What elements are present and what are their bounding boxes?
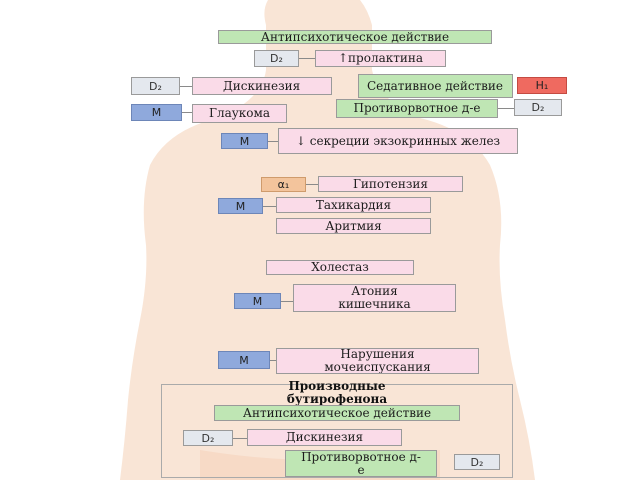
receptor-m-exocrine: M <box>221 133 268 149</box>
connector-line <box>281 301 293 302</box>
receptor-alpha1: α₁ <box>261 177 306 192</box>
receptor-d2-dyskinesia: D₂ <box>131 77 180 95</box>
connector-line <box>233 438 247 439</box>
receptor-m-glaucoma: M <box>131 104 182 121</box>
receptor-m-intestine: M <box>234 293 281 309</box>
receptor-d2-prolactin: D₂ <box>254 50 299 67</box>
receptor-m-urination: M <box>218 351 270 369</box>
urination-disorders-box: Нарушения мочеиспускания <box>276 348 479 374</box>
hypotension-box: Гипотензия <box>318 176 463 192</box>
sedative-action-box: Седативное действие <box>358 74 513 98</box>
cholestasis-box: Холестаз <box>266 260 414 275</box>
exocrine-secretion-box: ↓ секреции экзокринных желез <box>278 128 518 154</box>
connector-line <box>263 206 276 207</box>
connector-line <box>299 58 315 59</box>
receptor-d2-butyro-antiemetic: D₂ <box>454 454 500 470</box>
butyrophenone-antiemetic-box: Противорвотное д-е <box>285 450 437 477</box>
receptor-d2-butyro-dyskinesia: D₂ <box>183 430 233 446</box>
connector-line <box>498 108 514 109</box>
butyrophenone-antipsychotic-box: Антипсихотическое действие <box>214 405 460 421</box>
antipsychotic-action-box: Антипсихотическое действие <box>218 30 492 44</box>
dyskinesia-box: Дискинезия <box>192 77 332 95</box>
receptor-h1: H₁ <box>517 77 567 94</box>
connector-line <box>306 184 318 185</box>
connector-line <box>268 141 278 142</box>
prolactin-box: ↑пролактина <box>315 50 446 67</box>
antipsychotic-action-label: Антипсихотическое действие <box>260 30 450 44</box>
butyrophenone-dyskinesia-box: Дискинезия <box>247 429 402 446</box>
tachycardia-box: Тахикардия <box>276 197 431 213</box>
arrhythmia-box: Аритмия <box>276 218 431 234</box>
connector-line <box>182 112 192 113</box>
receptor-m-tachycardia: M <box>218 198 263 214</box>
connector-line <box>180 86 192 87</box>
butyrophenone-title: Производные бутирофенона <box>286 379 388 406</box>
antiemetic-box: Противорвотное д-е <box>336 99 498 118</box>
connector-line <box>270 360 276 361</box>
glaucoma-box: Глаукома <box>192 104 287 123</box>
butyrophenone-frame <box>161 384 513 478</box>
intestinal-atony-box: Атония кишечника <box>293 284 456 312</box>
receptor-d2-antiemetic: D₂ <box>514 99 562 116</box>
